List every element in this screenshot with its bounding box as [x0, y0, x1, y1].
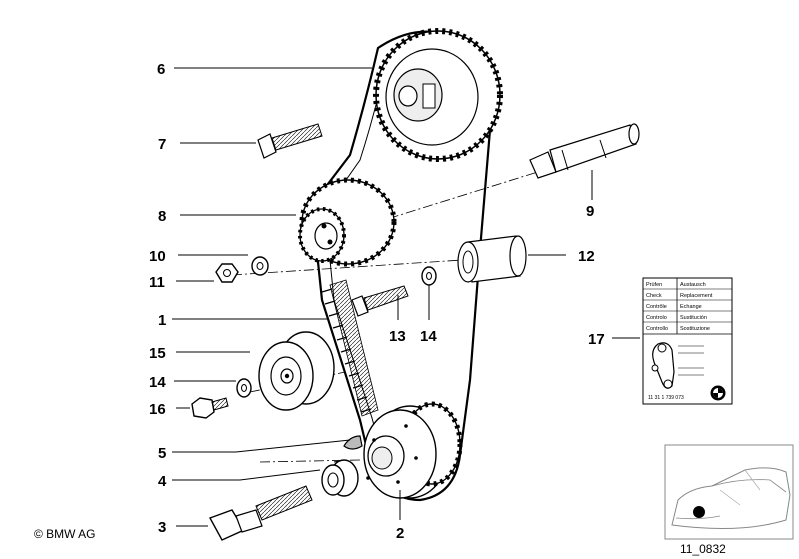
card-part-number: 11 31 1 739 073 [648, 395, 684, 401]
location-marker [693, 506, 705, 518]
belt-pictogram [651, 342, 704, 389]
crankshaft-bolt [208, 485, 313, 541]
copyright-text: © BMW AG [34, 527, 96, 541]
callout-7: 7 [158, 136, 166, 153]
callout-4: 4 [158, 473, 167, 490]
card-row-4-left: Controlo [646, 315, 667, 321]
spacer-ring [321, 459, 359, 497]
nut-11 [215, 263, 239, 283]
callout-9: 9 [586, 203, 594, 220]
callout-14-upper: 14 [420, 328, 437, 345]
washer-14-upper [421, 266, 437, 286]
washer-14-lower [236, 378, 252, 398]
callout-labels: 6 7 8 9 10 11 12 1 13 14 17 15 14 16 5 4… [149, 61, 605, 542]
card-row-2-left: Check [646, 293, 662, 299]
woodruff-key [343, 435, 363, 450]
callout-15: 15 [149, 345, 166, 362]
card-row-5-left: Controllo [646, 326, 668, 332]
card-row-2-right: Replacement [680, 293, 713, 299]
card-row-1-right: Austausch [680, 282, 706, 288]
callout-10: 10 [149, 248, 166, 265]
callout-2: 2 [396, 525, 404, 542]
callout-3: 3 [158, 519, 166, 536]
tensioner-pulley [258, 331, 335, 411]
leader-lines [172, 67, 640, 527]
bmw-logo [710, 385, 726, 401]
callout-5: 5 [158, 445, 166, 462]
callout-12: 12 [578, 248, 595, 265]
shaft [529, 123, 640, 179]
callout-11: 11 [149, 274, 165, 291]
bolt-16 [191, 397, 229, 419]
card-row-5-right: Sostituzione [680, 326, 710, 332]
intermediate-sprocket [298, 177, 397, 267]
diagram-id: 11_0832 [680, 542, 726, 556]
callout-16: 16 [149, 401, 166, 418]
washer-10 [251, 256, 269, 276]
vehicle-thumbnail [664, 444, 794, 540]
card-row-4-right: Sustitución [680, 315, 707, 321]
callout-8: 8 [158, 208, 166, 225]
card-row-1-left: Prüfen [646, 282, 662, 288]
bolt-13 [351, 285, 409, 317]
card-row-3-right: Echange [680, 304, 702, 310]
callout-14-lower: 14 [149, 374, 166, 391]
callout-17: 17 [588, 331, 605, 348]
camshaft-bolt [257, 123, 323, 159]
sleeve [457, 235, 527, 283]
crankshaft-sprocket [363, 401, 463, 499]
card-row-3-left: Contrôle [646, 304, 667, 310]
callout-1: 1 [158, 312, 166, 329]
camshaft-sprocket [373, 28, 503, 162]
service-info-card: Prüfen Austausch Check Replacement Contr… [642, 277, 733, 405]
callout-13: 13 [389, 328, 406, 345]
callout-6: 6 [157, 61, 165, 78]
